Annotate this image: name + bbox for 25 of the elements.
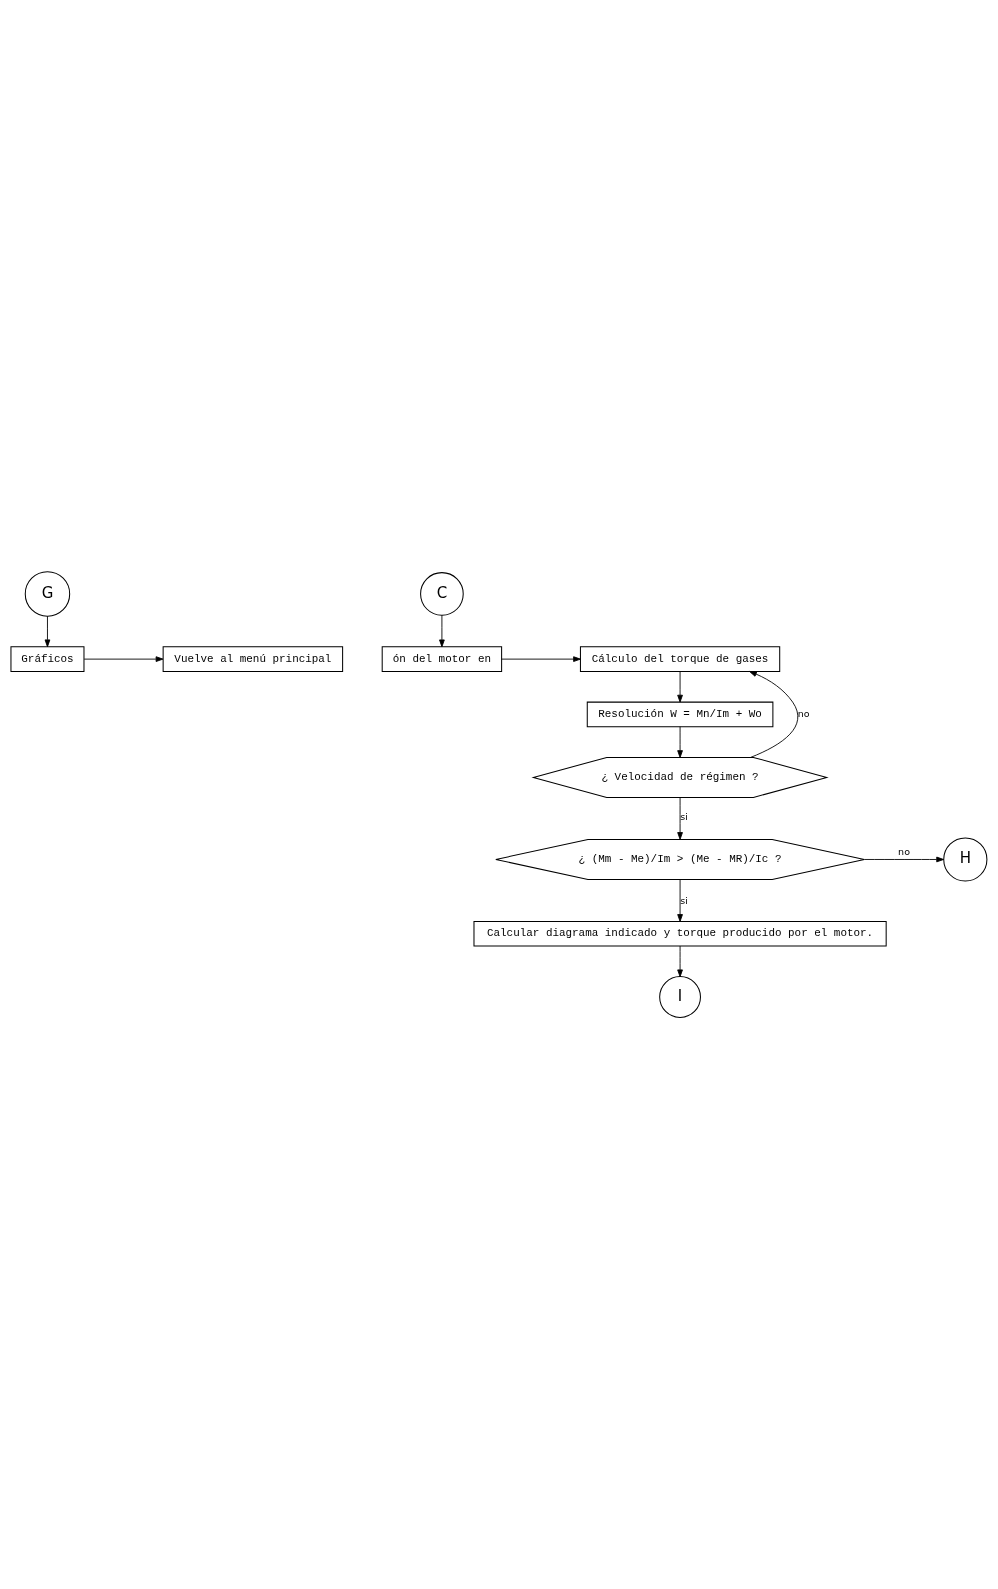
- arrow: [83, 656, 164, 662]
- node-box: Calcular diagrama indicado y torque producido por el motor.: [473, 920, 887, 947]
- node-box: Cálculo del torque de gases: [579, 646, 781, 672]
- node-box: Vuelve al menú principal: [162, 646, 344, 672]
- edge-label: si: [680, 894, 688, 906]
- arrow: [677, 879, 683, 922]
- arrow: [501, 656, 581, 662]
- node-circle: G: [24, 571, 71, 617]
- arrow: [44, 615, 51, 648]
- arrow: [677, 797, 683, 840]
- node-box: Gráficos: [10, 646, 85, 672]
- arrow: [439, 614, 445, 648]
- node-circle: C: [420, 572, 464, 616]
- arrow: [677, 945, 683, 978]
- node-circle: H: [943, 837, 988, 882]
- node-circle: I: [659, 976, 701, 1018]
- node-box: Resolución W = Mn/Im + Wo: [586, 701, 774, 728]
- arrow: [863, 856, 944, 863]
- edge-label: no: [797, 707, 810, 719]
- arrow: [677, 671, 683, 703]
- arrow: [749, 671, 799, 758]
- edge-label: si: [680, 811, 688, 823]
- edge-label: no: [898, 845, 911, 857]
- arrow: [677, 726, 683, 758]
- node-box: ón del motor en: [381, 646, 503, 672]
